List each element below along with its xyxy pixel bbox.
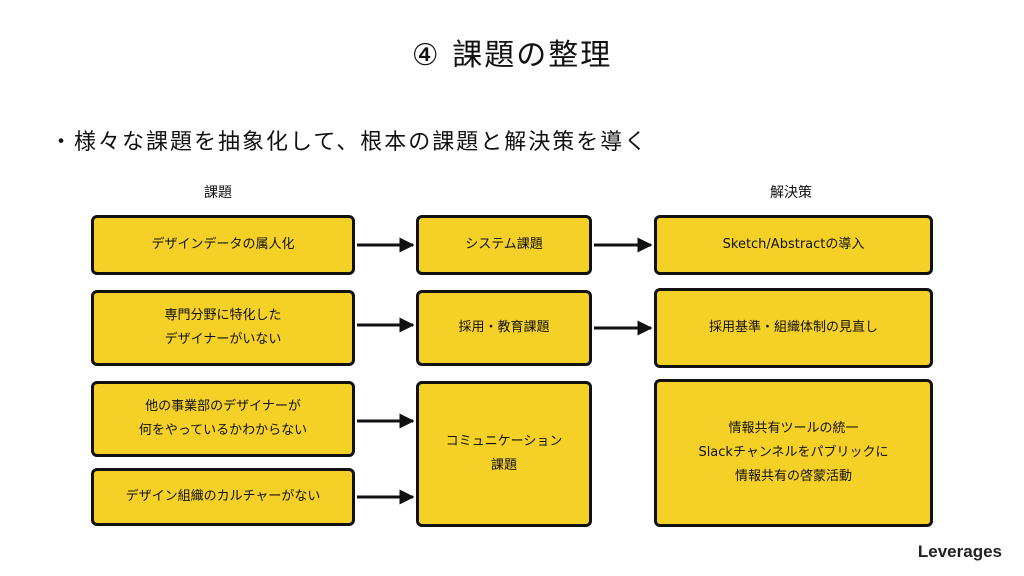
bullet-line: ・様々な課題を抽象化して、根本の課題と解決策を導く	[50, 124, 648, 156]
bullet-marker: ・	[50, 130, 75, 155]
root-issue-box: 採用・教育課題	[416, 290, 592, 366]
solution-box: Sketch/Abstractの導入	[654, 215, 933, 275]
brand-logo: Leverages	[917, 542, 1002, 561]
issue-box: デザイン組織のカルチャーがない	[91, 468, 355, 526]
root-issue-box: コミュニケーション 課題	[416, 381, 592, 527]
slide-title: ④ 課題の整理	[411, 38, 613, 73]
solution-box: 採用基準・組織体制の見直し	[654, 288, 933, 368]
column-label-solutions: 解決策	[770, 185, 812, 201]
bullet-text: 様々な課題を抽象化して、根本の課題と解決策を導く	[74, 130, 649, 155]
issue-box: 専門分野に特化した デザイナーがいない	[91, 290, 355, 366]
issue-box: 他の事業部のデザイナーが 何をやっているかわからない	[91, 381, 355, 457]
issue-box: デザインデータの属人化	[91, 215, 355, 275]
solution-box: 情報共有ツールの統一 Slackチャンネルをパブリックに 情報共有の啓蒙活動	[654, 379, 933, 527]
column-label-issues: 課題	[204, 185, 232, 201]
root-issue-box: システム課題	[416, 215, 592, 275]
